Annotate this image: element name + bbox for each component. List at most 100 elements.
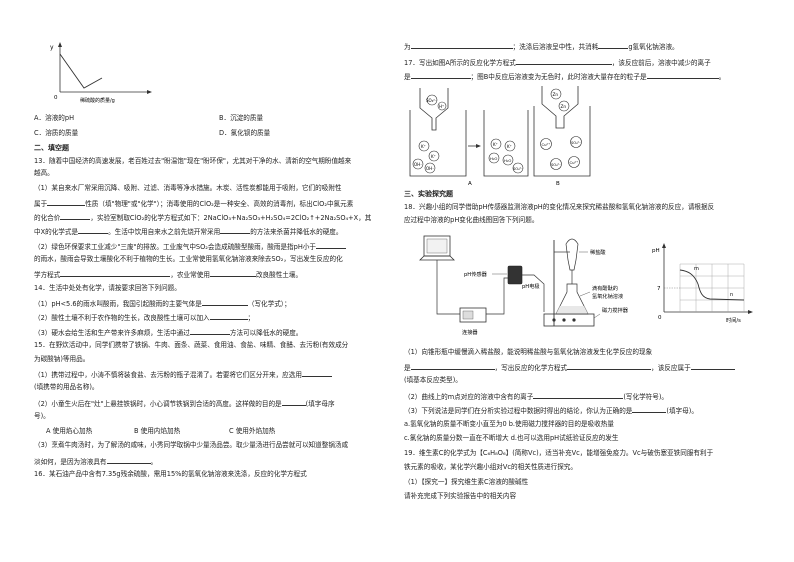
blank (690, 362, 735, 370)
ion-oh-2: OH⁻ (426, 166, 434, 171)
ph-ylabel: pH (652, 248, 660, 254)
ion-k-3: K⁺ (493, 142, 498, 147)
connector-label: 连接器 (462, 328, 478, 336)
text: 。生活中饮用自来水之前先烧开常采用 (108, 228, 221, 236)
blank (78, 226, 109, 234)
q14-line-3: （2）酸性土壤不利于农作物的生长，改良酸性土壤可以加入 ； (34, 312, 254, 323)
blank (209, 312, 248, 320)
text: （2）曲线上的m点对应的溶液中含有的离子 (404, 393, 534, 401)
q18-line-2: 应过程中溶液的pH变化曲线图回答下列问题。 (404, 216, 539, 224)
blank (189, 327, 230, 335)
ion-so4-top: SO₄²⁻ (426, 98, 437, 103)
text: 学方程式 (34, 271, 61, 279)
option-d: D．氯化钡的质量 (219, 129, 271, 137)
connector-icon (459, 307, 487, 323)
text: 的方法来杀菌并降低水的硬度。 (250, 228, 343, 236)
q15-line-2: 为碳酸钠)等用品。 (34, 355, 90, 363)
text: 属于 (34, 200, 48, 208)
q19-line-4: 请补充完成下列实验报告中的相关内容 (404, 492, 517, 500)
text: ； (247, 314, 255, 322)
zn-2: Zn (561, 104, 567, 109)
laptop-icon (419, 235, 455, 261)
q18-sub1-line-3: (填基本反应类型)。 (404, 376, 462, 384)
q19-line-1: 19．维生素C的化学式为【C₆H₈O₆】(简称Vc)，适当补充Vc，能增强免疫力… (404, 449, 714, 457)
option-b: B．沉淀的质量 (219, 114, 264, 122)
text: （写化学式）； (247, 300, 291, 308)
text: ，该反应前后，溶液中减少的离子 (611, 59, 711, 67)
q15-line-9: 淡如何，是因为溶液具有 。 (34, 456, 157, 467)
section-experiment-title: 三、实验探究题 (404, 190, 453, 198)
q13-line-7: （2）绿色环保要求工业减少"三废"的排放。工业废气中SO₂会造成硫酸型酸雨，酸雨… (34, 241, 346, 252)
q17-line-1: 17．写出如图A所示的反应化学方程式 ，该反应前后，溶液中减少的离子 (404, 57, 711, 68)
ph-curve (679, 269, 745, 301)
blank (106, 456, 151, 464)
ion-so4-bottom: SO₄²⁻ (513, 167, 523, 171)
ion-h-top: H⁺ (439, 104, 444, 109)
q13-line-6: 中X的化学式是 。生活中饮用自来水之前先烧开常采用 的方法来杀菌并降低水的硬度。 (34, 226, 343, 237)
graph-curve (59, 53, 103, 89)
q15-line-4: (填携带的用品名称)。 (34, 383, 99, 391)
ion-k-2: K⁺ (431, 154, 436, 159)
text: 是 (404, 73, 411, 81)
text: 淡如何，是因为溶液具有 (34, 458, 107, 466)
q13-line-8: 的雨水，酸雨会导致土壤酸化不利于植物的生长。工业常使用氢氧化钠溶液来除去SO₂，… (34, 255, 343, 263)
stirrer-label: 磁力搅拌器 (602, 306, 629, 314)
text: （3）硬水会给生活和生产带来许多麻烦，生活中通过 (34, 329, 190, 337)
text: (填字母序 (305, 400, 335, 408)
text: 改良酸性土壤。 (255, 271, 303, 279)
q18-options-ab: a.氢氧化钠的质量不断变小直至为0 b.使用磁力搅拌器的目的是吸收热量 (404, 420, 614, 428)
text: (填字母)。 (666, 407, 698, 415)
blank (646, 71, 719, 79)
ph-seven: 7 (657, 286, 661, 292)
blank (47, 198, 86, 206)
q15-option-b: B 使用内焰加热 (134, 427, 181, 435)
q15-line-8: （3）烹煮牛肉汤时，为了解汤的咸味，小秀同学取锅中少量汤品尝。取少量汤进行品尝就… (34, 441, 349, 449)
blank (209, 269, 256, 277)
text: 。 (150, 458, 158, 466)
q15-line-1: 15．在野炊活动中，同学们携带了铁锅、牛肉、面条、蔬菜、食用油、食盐、味精、食醋… (34, 341, 349, 349)
conical-flask-icon (555, 283, 589, 315)
text: 中X的化学式是 (34, 228, 79, 236)
q18-line-1: 18．兴趣小组的同学借助pH传感器监测溶液pH的变化情况来探究稀盐酸和氢氧化钠溶… (404, 203, 715, 211)
q15-option-c: C 使用外焰加热 (229, 427, 276, 435)
zn-1: Zn (553, 92, 559, 97)
y-vs-acid-graph: y 0 稀硫酸的质量/g (50, 42, 152, 104)
graph-ylabel: y (50, 44, 54, 51)
magnetic-stirrer-icon (543, 313, 595, 327)
text: 性质（填"物理"或"化学"）；消毒使用的ClO₂是一种安全、高效的消毒剂，标出C… (85, 200, 354, 208)
q18-sub2: （2）曲线上的m点对应的溶液中含有的离子 (写化学符号)。 (404, 391, 668, 402)
blank (515, 57, 612, 65)
blank (567, 362, 652, 370)
q16-line-1: 16．某石油产品中含有7.35g残余硫酸，需用15%的氢氧化钠溶液来洗涤，反应的… (34, 470, 307, 478)
q19-line-2: 铁元素的吸收，某化学兴趣小组对Vc的相关性质进行探究。 (404, 463, 577, 471)
text: ；洗涤后溶液呈中性，共消耗 (512, 43, 599, 51)
text: （3）下列说法是同学们在分析实验过程中数据时得出的结论，你认为正确的是 (404, 407, 633, 415)
text: ，该反应属于 (651, 364, 691, 372)
text: ；图B中反应后溶液变为无色时，此时溶液大量存在的粒子是 (470, 73, 647, 81)
ph-xlabel: 时间/s (726, 316, 741, 324)
text: （1）pH<5.6的雨水叫酸雨，我国引起酸雨的主要气体是 (34, 300, 202, 308)
text: ，农业常使用 (170, 271, 210, 279)
water-1: H₂O (490, 156, 497, 161)
ph-point-n: n (730, 292, 733, 298)
dropping-funnel-icon (565, 238, 579, 284)
option-c: C．溶质的质量 (34, 129, 79, 137)
text: （2）小童生火后在"灶"上悬挂铁锅时，小心调节铁锅到合适的高度。这样做的目的是 (34, 400, 282, 408)
blank (632, 405, 667, 413)
blank (533, 391, 624, 399)
text: 。 (718, 73, 726, 81)
text: 17．写出如图A所示的反应化学方程式 (404, 59, 516, 67)
blank (410, 41, 513, 49)
blank (301, 369, 332, 377)
ph-sensor-icon (507, 265, 523, 285)
q14-line-2: （1）pH<5.6的雨水叫酸雨，我国引起酸雨的主要气体是 （写化学式）； (34, 298, 291, 309)
q14-line-1: 14．生活中处处有化学，请按要求回答下列问题。 (34, 284, 181, 292)
blank (410, 71, 471, 79)
left-column: y 0 稀硫酸的质量/g A．溶液的pH B．沉淀的质量 C．溶质的质量 D．氯… (34, 0, 392, 562)
text: （2）酸性土壤不利于农作物的生长，改良酸性土壤可以加入 (34, 314, 210, 322)
ion-so4-b1: SO₄²⁻ (571, 141, 581, 145)
text: (写化学符号)。 (623, 393, 669, 401)
